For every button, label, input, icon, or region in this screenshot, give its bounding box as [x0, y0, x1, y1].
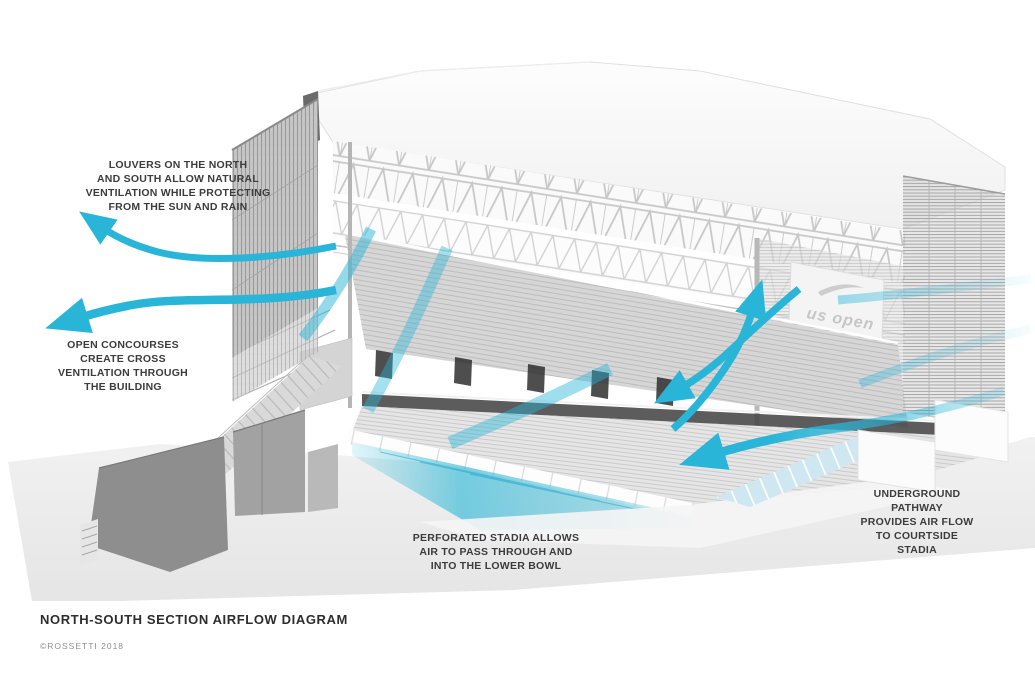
right-louver-wall — [902, 175, 1006, 430]
airflow-ribbon-bowl-1 — [298, 226, 376, 342]
us-open-swoosh-icon — [818, 284, 864, 296]
airflow-arrows — [45, 211, 1032, 470]
credit-line: ©ROSSETTI 2018 — [40, 641, 125, 651]
annotation-louvers: LOUVERS ON THE NORTH AND SOUTH ALLOW NAT… — [85, 159, 271, 214]
annotation-underground-pathway: UNDERGROUND PATHWAY PROVIDES AIR FLOW TO… — [860, 488, 974, 557]
airflow-arrow-courtside-sweep — [679, 386, 1006, 470]
courtside-stadia — [716, 399, 1009, 507]
airflow-arrow-louvers-out-upper — [79, 211, 337, 263]
airflow-ribbon-bowl-2 — [362, 245, 453, 413]
airflow-arrow-stands-up — [670, 279, 767, 432]
airflow-ribbon-lower-bowl — [447, 363, 613, 449]
underground-pathway-cut — [80, 409, 338, 572]
annotation-open-concourses: OPEN CONCOURSES CREATE CROSS VENTILATION… — [58, 339, 188, 394]
airflow-arrow-upper-deck-down — [653, 286, 802, 404]
airflow-stream-right-upper — [837, 274, 1032, 305]
perforated-stadia-cut — [348, 429, 960, 548]
airflow-stream-right-mid — [858, 324, 1032, 389]
airflow-arrow-concourse-out-left — [45, 285, 337, 334]
diagram-title: NORTH-SOUTH SECTION AIRFLOW DIAGRAM — [40, 612, 348, 627]
annotation-perforated-stadia: PERFORATED STADIA ALLOWS AIR TO PASS THR… — [412, 532, 580, 573]
us-open-sign: us open — [788, 261, 885, 341]
